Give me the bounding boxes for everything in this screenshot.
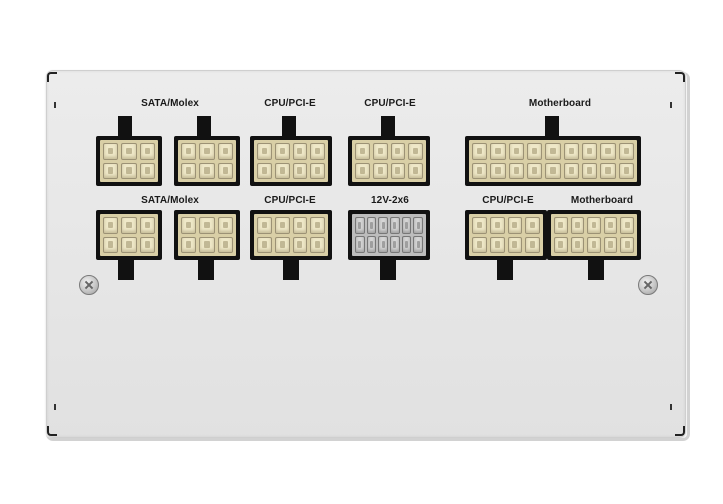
panel-notch [670, 102, 672, 108]
motherboard-socket-bottom [547, 210, 641, 260]
label-cpu-pcie-top-1: CPU/PCI-E [264, 98, 316, 109]
panel-corner-top-right [675, 72, 685, 82]
label-sata-molex-bottom: SATA/Molex [141, 195, 199, 206]
panel-notch [670, 404, 672, 410]
connector-latch [497, 258, 513, 280]
label-cpu-pcie-top-2: CPU/PCI-E [364, 98, 416, 109]
label-sata-molex-top: SATA/Molex [141, 98, 199, 109]
connector-latch [588, 258, 604, 280]
panel-corner-bottom-right [675, 426, 685, 436]
connector-latch [198, 258, 214, 280]
connector-latch [380, 258, 396, 280]
panel-corner-bottom-left [47, 426, 57, 436]
cpu-pcie-socket-bottom-1 [250, 210, 332, 260]
motherboard-socket-top [465, 136, 641, 186]
label-motherboard-bottom: Motherboard [570, 195, 634, 206]
label-motherboard-top: Motherboard [528, 98, 592, 109]
cpu-pcie-socket-bottom-2 [465, 210, 547, 260]
panel-notch [54, 404, 56, 410]
panel-notch [54, 102, 56, 108]
screw-icon [638, 275, 658, 295]
connector-latch [283, 258, 299, 280]
12v-2x6-socket [348, 210, 430, 260]
label-cpu-pcie-bottom-2: CPU/PCI-E [482, 195, 534, 206]
connector-latch [118, 258, 134, 280]
connector-latch [381, 116, 395, 138]
screw-icon [79, 275, 99, 295]
panel-corner-top-left [47, 72, 57, 82]
connector-latch [282, 116, 296, 138]
sata-molex-socket-bottom-1 [96, 210, 162, 260]
cpu-pcie-socket-top-1 [250, 136, 332, 186]
label-cpu-pcie-bottom-1: CPU/PCI-E [264, 195, 316, 206]
sata-molex-socket-top-1 [96, 136, 162, 186]
connector-latch [197, 116, 211, 138]
connector-latch [118, 116, 132, 138]
sata-molex-socket-bottom-2 [174, 210, 240, 260]
label-12v-2x6: 12V-2x6 [371, 195, 409, 206]
sata-molex-socket-top-2 [174, 136, 240, 186]
connector-latch [545, 116, 559, 138]
cpu-pcie-socket-top-2 [348, 136, 430, 186]
